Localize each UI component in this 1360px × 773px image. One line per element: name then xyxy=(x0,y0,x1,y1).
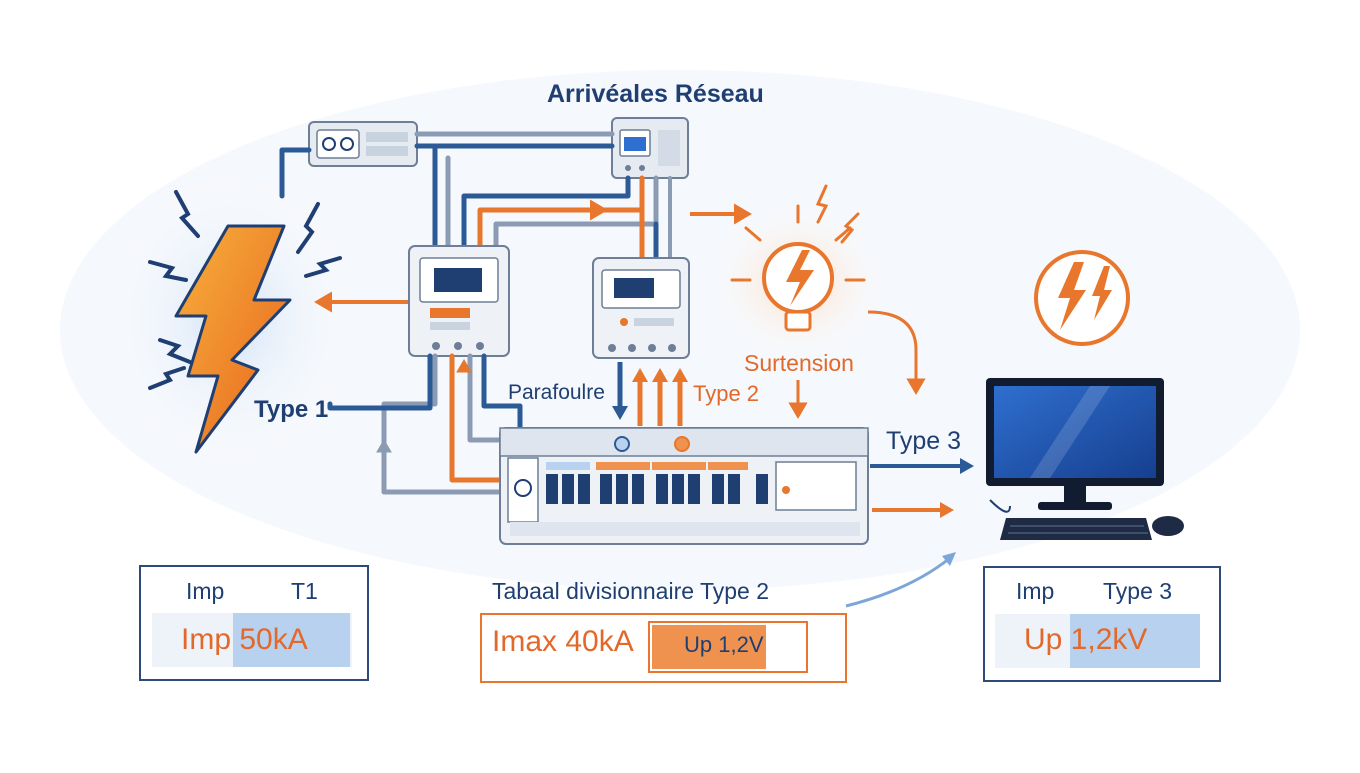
mouse-icon xyxy=(1152,516,1184,536)
type3-value: Up 1,2kV xyxy=(1024,623,1148,656)
type1-value-highlight xyxy=(233,613,350,667)
type1-value: Imp 50kA xyxy=(181,623,308,656)
label-surtension: Surtension xyxy=(744,350,854,376)
keyboard-icon xyxy=(1000,518,1152,540)
surge-warning-icon xyxy=(1034,250,1130,346)
label-type2: Type 2 xyxy=(693,381,760,406)
type3-value-highlight xyxy=(1070,614,1200,668)
meter-device xyxy=(308,121,418,167)
surge-bulb-icon xyxy=(708,184,888,362)
type1-header-right: T1 xyxy=(291,578,318,604)
type3-header-left: Imp xyxy=(1016,578,1055,604)
lightning-icon xyxy=(100,170,360,470)
type2-up-value: Up 1,2V xyxy=(684,632,764,657)
type1-header-left: Imp xyxy=(186,578,225,604)
type2-imax-value: Imax 40kA xyxy=(492,625,634,658)
type2-up-highlight xyxy=(652,625,766,669)
diagram-title: Arrivéales Réseau xyxy=(547,80,764,108)
distribution-panel xyxy=(499,427,869,545)
label-type1: Type 1 xyxy=(254,396,329,423)
computer-monitor-icon xyxy=(986,378,1164,510)
main-breaker-device xyxy=(611,117,689,179)
type3-header-right: Type 3 xyxy=(1103,578,1173,604)
spd-type2-device xyxy=(592,257,690,359)
spd-type1-device xyxy=(408,245,510,357)
label-type3: Type 3 xyxy=(886,427,962,455)
label-tableau-divisionnaire: Tabaal divisionnaire Type 2 xyxy=(492,578,770,604)
label-parafoudre: Parafoulre xyxy=(508,381,605,404)
